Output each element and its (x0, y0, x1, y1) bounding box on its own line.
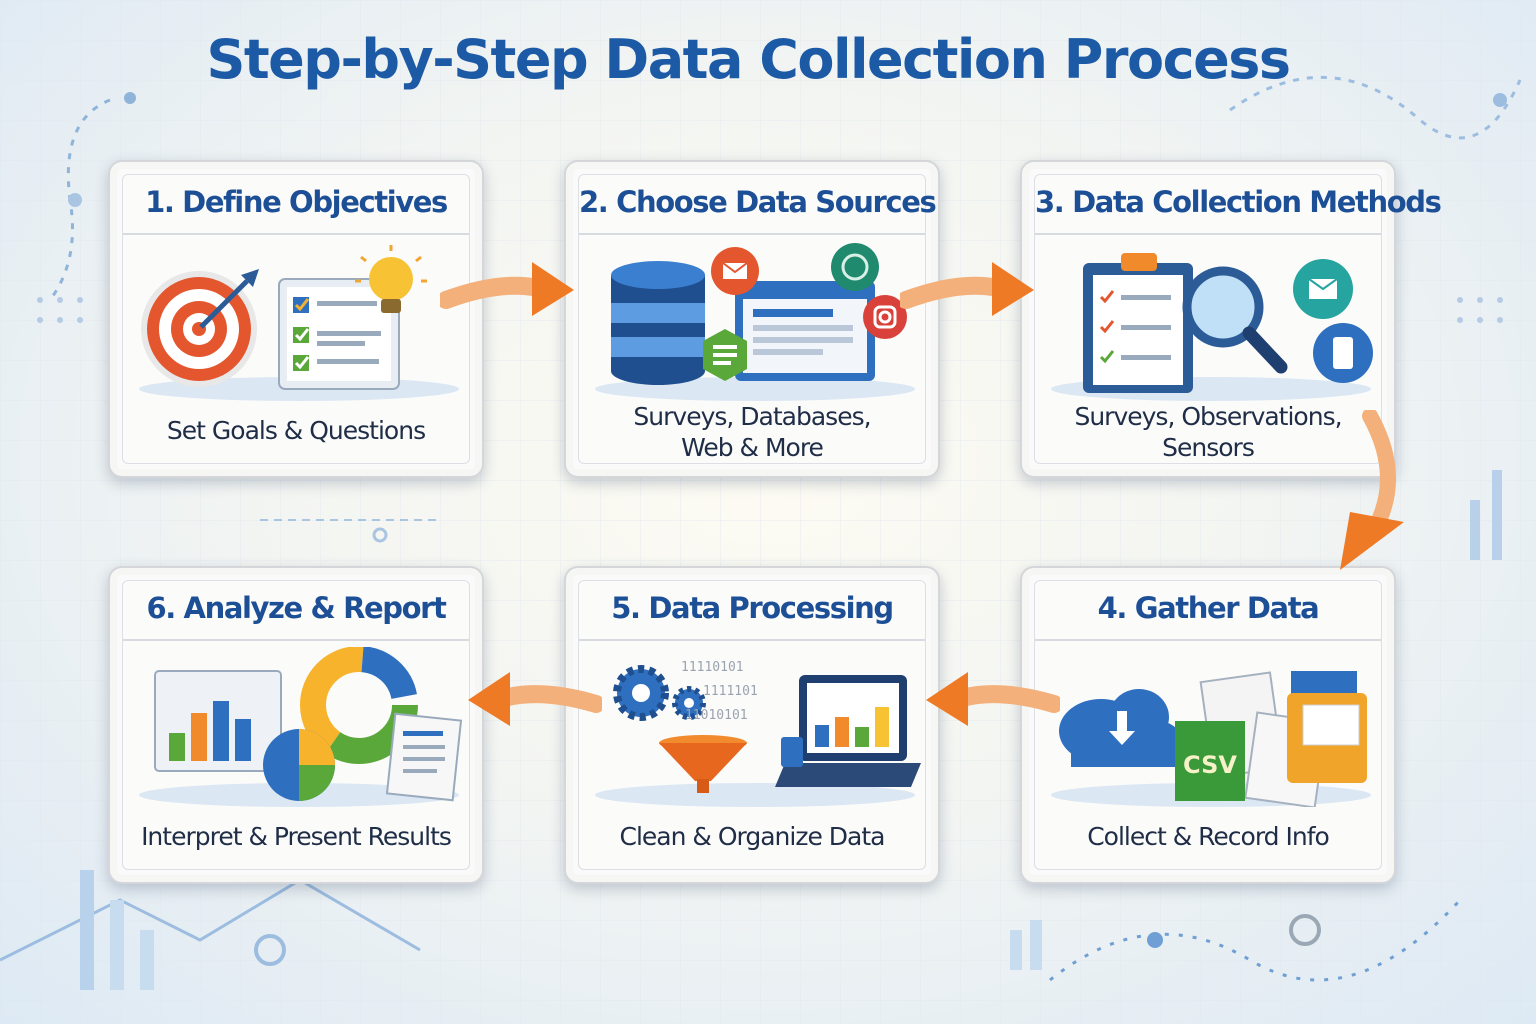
email-icon (1293, 259, 1353, 319)
report-icon (385, 712, 463, 802)
binary-line-3: 11010101 (685, 708, 748, 723)
step-card-gather-data: 4. Gather Data CSV (1020, 566, 1396, 884)
csv-label: CSV (1183, 751, 1237, 779)
heading-divider (579, 233, 925, 235)
checklist-icon (278, 278, 400, 390)
step-3-illustration (1051, 253, 1373, 401)
folder-icon (1287, 671, 1367, 783)
camera-icon (863, 295, 907, 339)
arrow-step5-to-step6 (468, 672, 602, 726)
funnel-icon (659, 735, 747, 793)
laptop-icon (775, 675, 921, 787)
csv-file-icon: CSV (1175, 721, 1245, 801)
heading-divider (1035, 233, 1381, 235)
heading-divider (1035, 639, 1381, 641)
step-5-illustration: 11110101 1111101 11010101 (595, 660, 921, 807)
step-heading: 2. Choose Data Sources (579, 185, 937, 219)
mobile-icon (1313, 323, 1373, 383)
bar-chart-icon (154, 670, 282, 772)
step-card-analyze-report: 6. Analyze & Report (108, 566, 484, 884)
binary-line-1: 11110101 (681, 660, 744, 675)
card-inner-panel: 6. Analyze & Report (122, 580, 470, 870)
step-2-illustration (595, 243, 915, 401)
card-inner-panel: 2. Choose Data Sources (578, 174, 937, 464)
page-title: Step-by-Step Data Collection Process (206, 28, 1291, 91)
target-icon (141, 269, 259, 387)
step-caption: Surveys, Observations, Sensors (1074, 402, 1342, 462)
cloud-download-icon (1059, 689, 1183, 767)
heading-divider (123, 639, 469, 641)
card-inner-panel: 4. Gather Data CSV (1034, 580, 1382, 870)
arrow-step2-to-step3 (900, 262, 1034, 316)
step-1-illustration (139, 245, 459, 401)
step-caption: Interpret & Present Results (141, 822, 452, 851)
card-inner-panel: 5. Data Processing 11110101 1111101 1101… (578, 580, 926, 870)
magnifier-icon (1182, 266, 1288, 374)
step-card-choose-data-sources: 2. Choose Data Sources (564, 160, 940, 478)
arrow-step4-to-step5 (926, 672, 1060, 726)
donut-chart-icon (300, 647, 418, 764)
document-icon (703, 329, 747, 381)
arrow-step3-to-step4 (1340, 410, 1404, 570)
gears-icon (613, 665, 706, 721)
clipboard-icon (1083, 253, 1193, 393)
step-caption: Collect & Record Info (1087, 822, 1330, 851)
arrow-step1-to-step2 (440, 262, 574, 316)
heading-divider (123, 233, 469, 235)
step-heading: 5. Data Processing (611, 591, 894, 625)
binary-data-icon: 11110101 1111101 11010101 (681, 660, 758, 723)
step-card-data-processing: 5. Data Processing 11110101 1111101 1101… (564, 566, 940, 884)
step-6-illustration (139, 647, 463, 807)
step-heading: 1. Define Objectives (145, 185, 448, 219)
step-card-define-objectives: 1. Define Objectives (108, 160, 484, 478)
globe-icon (831, 243, 879, 291)
step-heading: 4. Gather Data (1097, 591, 1320, 625)
step-card-data-collection-methods: 3. Data Collection Methods (1020, 160, 1442, 478)
step-caption: Surveys, Databases, Web & More (633, 402, 871, 462)
step-caption: Clean & Organize Data (619, 822, 886, 851)
binary-line-2: 1111101 (703, 684, 758, 699)
step-heading: 3. Data Collection Methods (1035, 185, 1442, 219)
email-icon (711, 247, 759, 295)
lightbulb-icon (355, 245, 427, 313)
card-inner-panel: 1. Define Objectives (122, 174, 470, 464)
database-icon (611, 261, 705, 385)
step-caption: Set Goals & Questions (166, 416, 426, 445)
card-inner-panel: 3. Data Collection Methods (1034, 174, 1442, 464)
step-heading: 6. Analyze & Report (146, 591, 446, 625)
heading-divider (579, 639, 925, 641)
step-4-illustration: CSV (1051, 671, 1371, 807)
pie-chart-icon (263, 729, 335, 801)
browser-window-icon (735, 281, 875, 381)
